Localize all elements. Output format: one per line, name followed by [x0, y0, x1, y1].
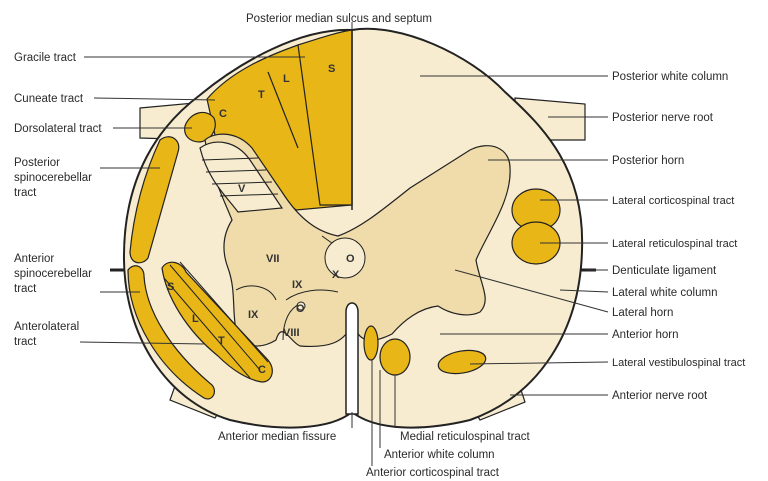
label-S: S	[328, 63, 335, 75]
label-anterior-white-column: Anterior white column	[384, 449, 495, 461]
label-lateral-horn: Lateral horn	[612, 307, 673, 319]
label-lateral-corticospinal-tract: Lateral corticospinal tract	[612, 195, 734, 207]
label-medial-reticulospinal-tract: Medial reticulospinal tract	[400, 431, 531, 443]
label-posterior-spinocerebellar-1: Posterior	[14, 157, 60, 169]
label-lateral-reticulospinal-tract: Lateral reticulospinal tract	[612, 238, 737, 250]
label-posterior-horn: Posterior horn	[612, 155, 684, 167]
label-gracile-tract: Gracile tract	[14, 52, 77, 64]
anterior-median-fissure-shape	[346, 303, 358, 414]
label-lateral-vestibulospinal-tract: Lateral vestibulospinal tract	[612, 357, 745, 369]
label-IX-mid: IX	[292, 279, 303, 291]
label-dorsolateral-tract: Dorsolateral tract	[14, 123, 102, 135]
label-posterior-median-sulcus: Posterior median sulcus and septum	[246, 13, 432, 25]
label-ant-S: S	[167, 281, 174, 293]
gray-commissure-circle	[325, 238, 365, 278]
label-O-small: O	[296, 303, 305, 315]
label-anterior-horn: Anterior horn	[612, 329, 678, 341]
label-L: L	[283, 73, 290, 85]
label-VII: VII	[266, 253, 279, 265]
label-denticulate-ligament: Denticulate ligament	[612, 265, 717, 277]
label-anterior-spinocerebellar-1: Anterior	[14, 253, 54, 265]
label-cuneate-tract: Cuneate tract	[14, 93, 84, 105]
label-anterior-corticospinal-tract: Anterior corticospinal tract	[366, 467, 500, 479]
label-anterior-median-fissure: Anterior median fissure	[218, 431, 336, 443]
label-ant-T: T	[218, 335, 225, 347]
label-posterior-spinocerebellar-3: tract	[14, 187, 37, 199]
label-anterolateral-2: tract	[14, 336, 37, 348]
label-posterior-white-column: Posterior white column	[612, 71, 728, 83]
label-IX-left: IX	[248, 309, 259, 321]
label-V: V	[238, 183, 246, 195]
label-C: C	[219, 108, 227, 120]
label-anterior-spinocerebellar-2: spinocerebellar	[14, 268, 92, 280]
label-T: T	[258, 89, 265, 101]
label-lateral-white-column: Lateral white column	[612, 287, 717, 299]
label-X: X	[332, 269, 340, 281]
medial-reticulospinal-tract-shape	[380, 339, 410, 375]
label-anterior-nerve-root: Anterior nerve root	[612, 390, 708, 402]
label-O-large: O	[346, 253, 355, 265]
label-VIII: VIII	[283, 327, 300, 339]
label-ant-C: C	[258, 364, 266, 376]
label-posterior-spinocerebellar-2: spinocerebellar	[14, 172, 92, 184]
label-posterior-nerve-root: Posterior nerve root	[612, 112, 714, 124]
label-ant-L: L	[192, 313, 199, 325]
label-anterior-spinocerebellar-3: tract	[14, 283, 37, 295]
anterior-corticospinal-tract-shape	[364, 326, 378, 360]
label-anterolateral-1: Anterolateral	[14, 321, 79, 333]
